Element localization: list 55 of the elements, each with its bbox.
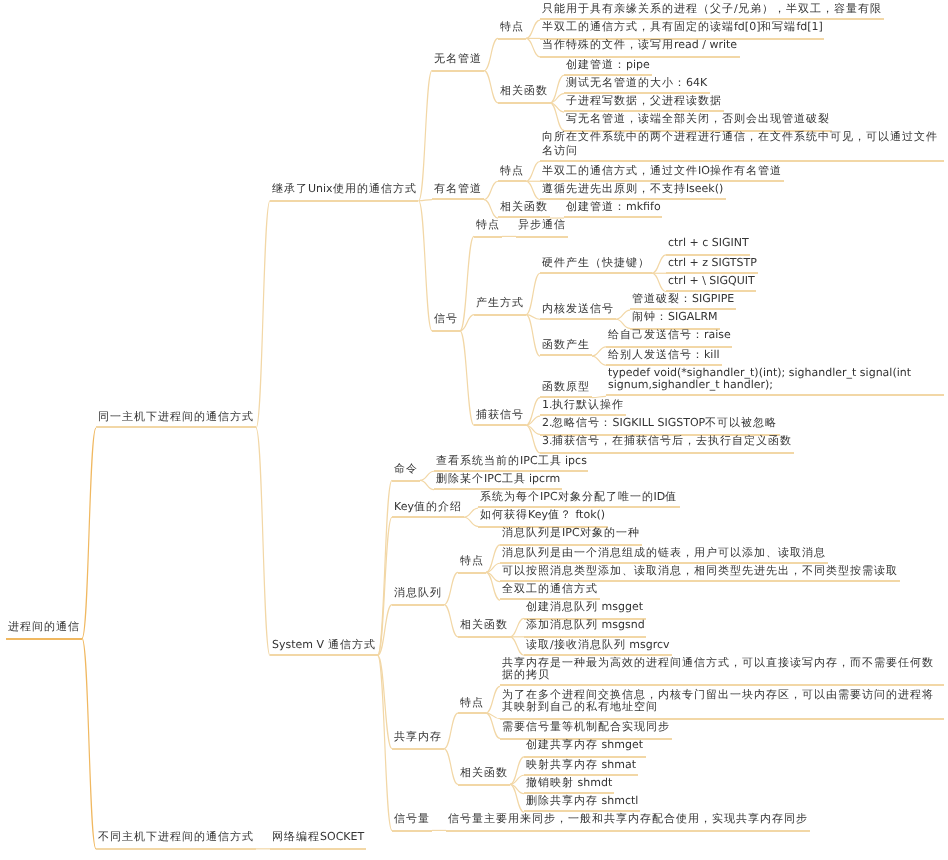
connector-line: [376, 654, 393, 750]
connector-line: [419, 479, 435, 491]
connector-line: [459, 314, 475, 332]
connector-line: [443, 712, 459, 750]
connector-line: [591, 346, 607, 357]
connector-line: [485, 571, 501, 601]
connector-line: [651, 254, 667, 274]
connector-line: [255, 427, 271, 657]
connector-line: [509, 617, 525, 638]
connector-line: [525, 415, 541, 426]
connector-line: [549, 102, 565, 132]
connector-line: [483, 70, 499, 104]
connector-line: [376, 516, 393, 657]
connector-line: [376, 654, 393, 832]
connector-line: [549, 102, 565, 113]
connector-line: [525, 180, 541, 201]
connector-line: [615, 309, 631, 320]
connector-line: [591, 355, 607, 366]
connector-line: [483, 180, 499, 201]
connector-line: [549, 217, 565, 219]
connector-line: [525, 314, 541, 320]
connector-line: [509, 756, 525, 786]
connector-line: [463, 507, 479, 518]
connector-line: [651, 272, 667, 293]
connector-line: [81, 637, 97, 850]
connector-line: [443, 748, 459, 786]
connector-line: [459, 330, 475, 426]
connector-line: [615, 318, 631, 330]
connector-line: [525, 160, 541, 182]
connector-line: [418, 199, 433, 202]
connector-line: [525, 37, 541, 58]
connector-line: [485, 712, 501, 740]
connector-line: [485, 685, 501, 714]
connector-line: [443, 604, 459, 638]
connector-line: [525, 314, 541, 357]
connector-line: [376, 604, 393, 657]
connector-line: [485, 544, 501, 574]
connector-line: [525, 397, 541, 426]
connector-line: [418, 70, 433, 202]
connector-line: [509, 783, 525, 813]
connector-line: [459, 235, 475, 332]
connector-line: [443, 571, 459, 606]
connector-line: [483, 37, 499, 72]
connector-line: [81, 427, 97, 640]
connector-line: [549, 74, 565, 104]
connector-line: [591, 395, 607, 399]
connector-line: [525, 272, 541, 316]
connector-line: [483, 199, 499, 219]
connector-line: [525, 424, 541, 454]
connector-line: [525, 19, 541, 40]
connector-line: [255, 200, 271, 429]
connector-line: [463, 516, 479, 528]
connector-line: [509, 636, 525, 656]
connector-line: [549, 93, 565, 104]
connector-line: [418, 200, 433, 332]
